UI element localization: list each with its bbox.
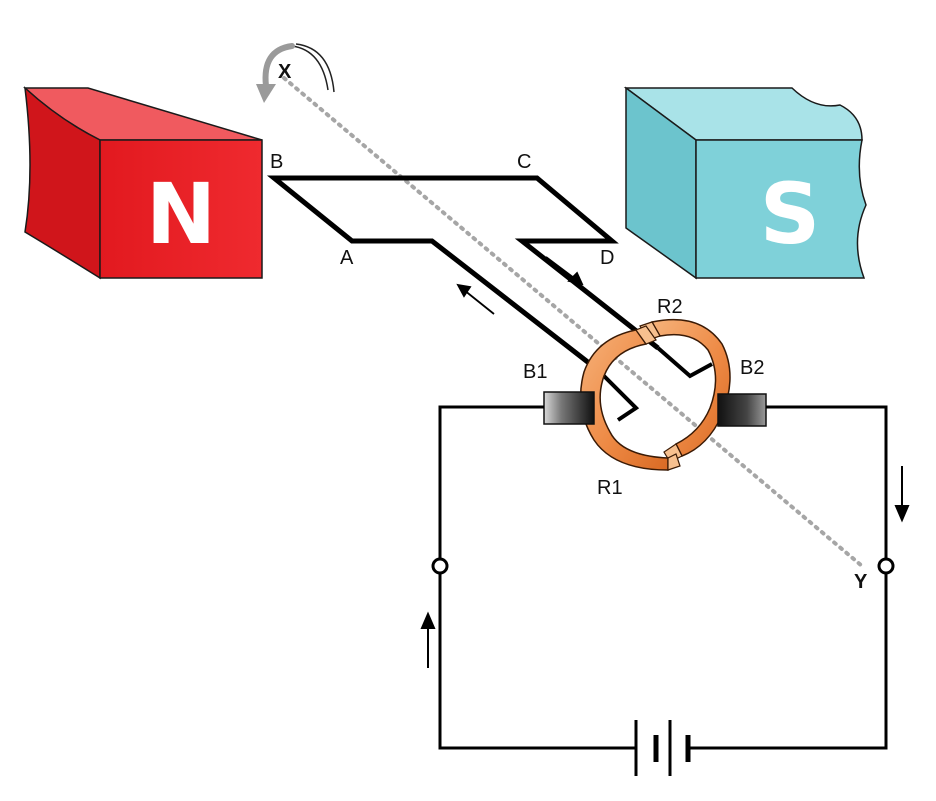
current-arrow-icon: [420, 466, 910, 668]
external-circuit: [438, 405, 888, 750]
coil-label-a: A: [340, 247, 354, 269]
coil-label-b: B: [270, 151, 283, 173]
brush-label-b1: B1: [523, 361, 547, 383]
coil-wire: [266, 175, 660, 372]
north-pole-label: N: [146, 165, 216, 263]
brush-label-b2: B2: [740, 357, 764, 379]
brush-b1: [543, 391, 595, 425]
ring-label-r1: R1: [597, 477, 623, 499]
north-magnet: N: [23, 86, 263, 280]
battery-icon: [634, 720, 691, 776]
south-pole-label: S: [760, 165, 821, 263]
south-magnet: S: [623, 86, 867, 280]
rotation-arrow-icon: [256, 43, 335, 103]
terminal-icon: [431, 557, 449, 575]
coil-lead-to-r1: [596, 368, 640, 422]
coil-label-d: D: [600, 247, 614, 269]
brush-b2: [717, 393, 767, 427]
north-magnet-front-face: [99, 139, 263, 279]
circuit-wire-left: [438, 405, 544, 558]
rotation-axis: [282, 76, 864, 568]
ring-label-r2: R2: [657, 296, 683, 318]
coil-label-c: C: [517, 151, 531, 173]
north-magnet-side-face: [24, 86, 101, 280]
ring-r2: [650, 318, 731, 457]
current-arrow-icon: [456, 256, 584, 315]
circuit-wire-right-bottom: [688, 574, 888, 750]
circuit-wire-right: [766, 405, 888, 558]
axis-label-y: Y: [854, 571, 868, 593]
terminal-icon: [877, 557, 895, 575]
south-magnet-top-face: [623, 87, 863, 141]
axis-label-x: X: [278, 61, 292, 83]
circuit-wire-left-bottom: [438, 574, 636, 750]
split-ring-commutator: [579, 318, 731, 471]
south-magnet-front-face: [695, 139, 867, 279]
coil: [266, 175, 713, 422]
coil-lead-to-r2: [656, 346, 713, 379]
